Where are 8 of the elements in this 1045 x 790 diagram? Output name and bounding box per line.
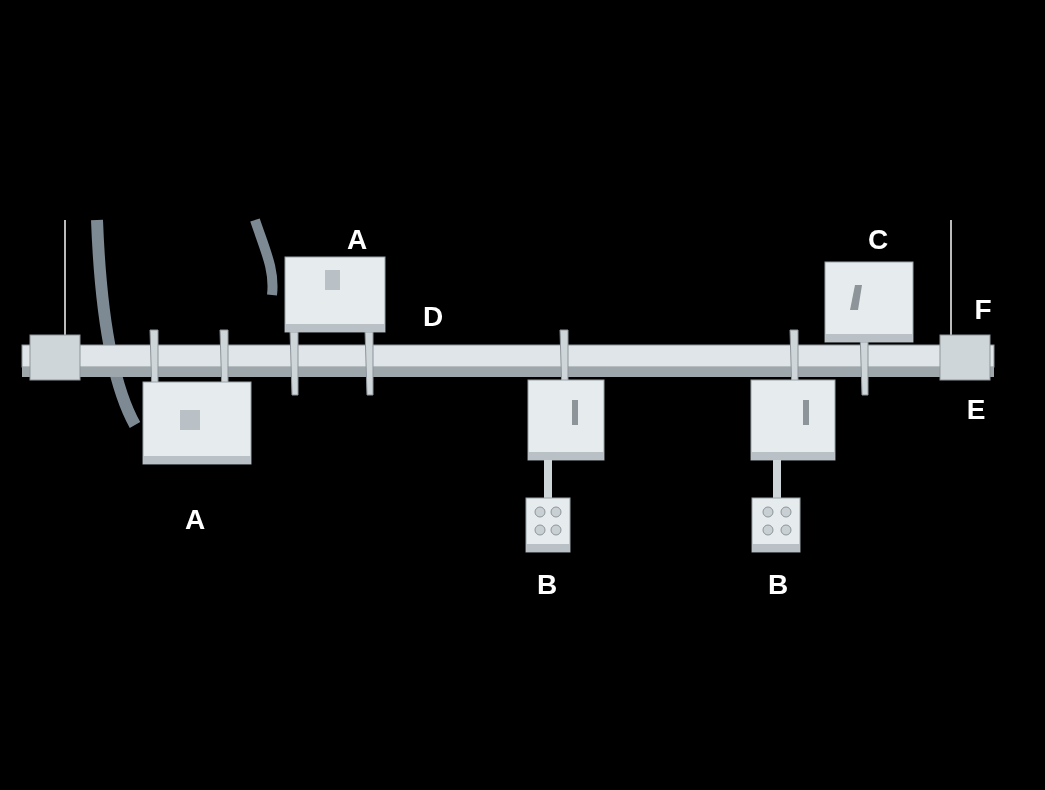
callout-letter: B	[536, 571, 558, 599]
callout-letter: E	[966, 396, 986, 424]
callout-letter: F	[974, 296, 992, 324]
callout-letter: B	[767, 571, 789, 599]
callout-letter: A	[346, 226, 368, 254]
callout-letter: A	[184, 506, 206, 534]
callout-letter: C	[867, 226, 889, 254]
callout-letter: D	[422, 303, 444, 331]
